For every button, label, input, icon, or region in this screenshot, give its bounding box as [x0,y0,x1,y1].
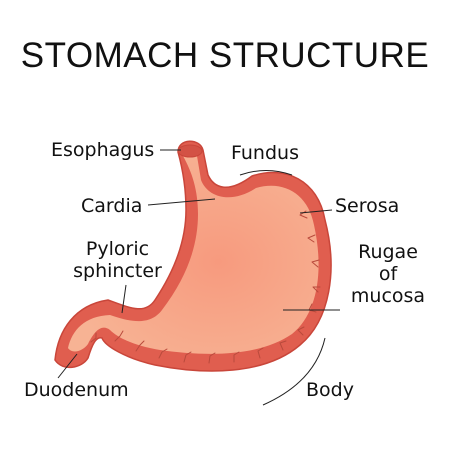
stomach-inner-lining [68,150,319,354]
label-rugae-of-mucosa: Rugae of mucosa [338,241,438,307]
label-pyloric-line1: Pyloric [85,238,150,260]
leader-pyloric [121,284,127,314]
label-duodenum: Duodenum [24,379,129,401]
leader-serosa [299,209,333,214]
label-rugae-line2: of [378,263,398,285]
label-fundus: Fundus [231,142,299,164]
leader-cardia [147,198,216,206]
label-serosa: Serosa [335,195,400,217]
label-cardia: Cardia [81,195,143,217]
diagram-title: STOMACH STRUCTURE [20,36,430,75]
label-rugae-line1: Rugae [358,241,418,263]
leader-body [262,337,326,406]
label-body: Body [306,379,354,401]
label-rugae-line3: mucosa [350,285,426,307]
esophagus-opening [177,144,203,158]
label-pyloric-line2: sphincter [73,260,162,282]
leader-duodenum [57,353,78,379]
label-esophagus: Esophagus [51,139,155,161]
label-pyloric-sphincter: Pyloric sphincter [60,238,175,282]
leader-fundus [239,170,293,176]
